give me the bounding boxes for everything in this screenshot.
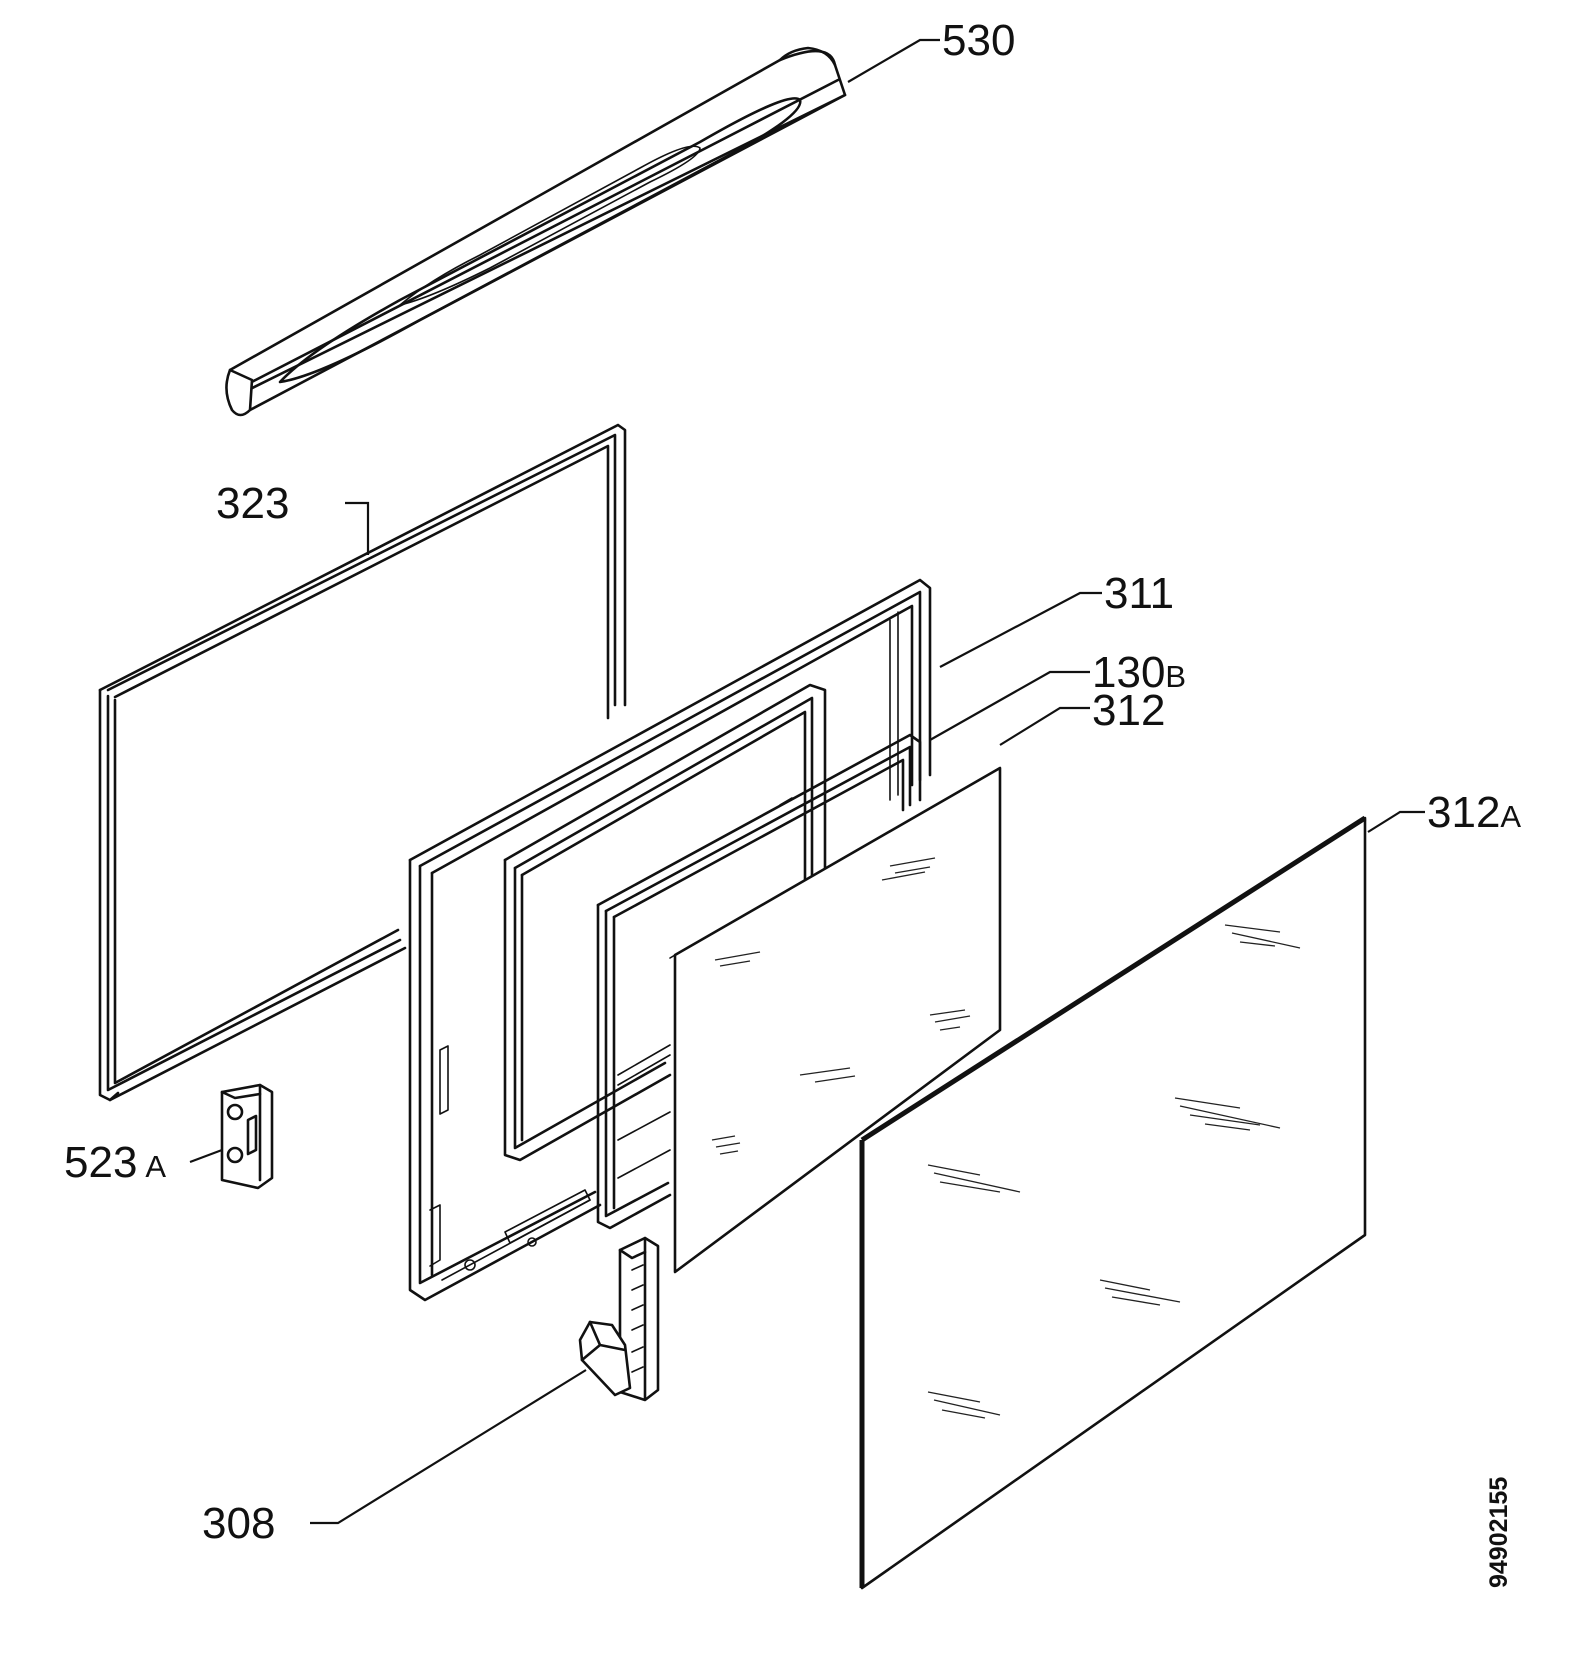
label-323: 323 [216, 479, 289, 528]
label-312a: 312A [1427, 788, 1521, 837]
label-308: 308 [202, 1499, 275, 1548]
label-312a-suffix: A [1500, 799, 1521, 834]
label-530: 530 [942, 16, 1015, 65]
label-312: 312 [1092, 686, 1165, 735]
leader-lines [189, 38, 1425, 1525]
leader-523a [189, 1148, 223, 1164]
leader-312a [1367, 810, 1425, 833]
leader-530 [847, 38, 940, 83]
label-130b-suffix: B [1165, 659, 1186, 694]
leader-130b [929, 670, 1090, 741]
hinge-bracket-523a [220, 1083, 274, 1190]
leader-312 [999, 706, 1090, 746]
inner-seal-130b [596, 733, 922, 1230]
leader-323 [345, 501, 370, 555]
leader-308 [310, 1369, 587, 1525]
label-311: 311 [1104, 569, 1174, 618]
label-523a-number: 523 [64, 1138, 137, 1187]
inner-glass-312 [669, 766, 1002, 1274]
handle-530 [225, 46, 847, 417]
label-523a-suffix: A [145, 1149, 166, 1184]
label-130b-number: 130 [1092, 648, 1165, 697]
label-312a-number: 312 [1427, 788, 1500, 837]
hinge-308 [578, 1236, 660, 1402]
door-frame-311 [408, 578, 932, 1302]
outer-glass-312a [859, 815, 1367, 1590]
leader-311 [939, 591, 1102, 668]
document-number: 94902155 [1485, 1477, 1513, 1588]
label-130b: 130B [1092, 648, 1186, 697]
seal-frame-323 [98, 423, 627, 1102]
